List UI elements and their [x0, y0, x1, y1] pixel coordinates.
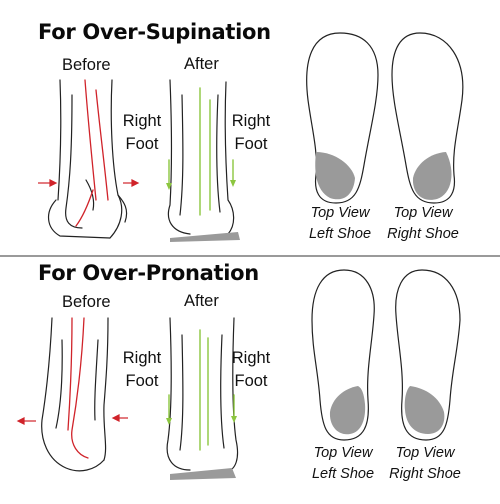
right-shoe-caption: Top View Right Shoe [378, 203, 468, 245]
left-shoe-caption: Top View Left Shoe [303, 443, 383, 485]
after-foot-label: Right Foot [227, 347, 275, 393]
caption-line2: Right Shoe [389, 466, 461, 482]
caption-line2: Left Shoe [308, 226, 372, 242]
caption-line1: Top View [313, 445, 373, 461]
foot-label-line2: Foot [125, 135, 159, 153]
caption-line1: Top View [393, 205, 453, 221]
caption-line2: Left Shoe [311, 466, 375, 482]
before-foot-label: Right Foot [118, 110, 166, 156]
after-foot-label: Right Foot [227, 110, 275, 156]
caption-line1: Top View [395, 445, 455, 461]
left-shoe-caption: Top View Left Shoe [300, 203, 380, 245]
right-shoe-caption: Top View Right Shoe [380, 443, 470, 485]
before-label: Before [62, 293, 111, 311]
foot-label-line1: Right [122, 112, 162, 130]
section-heading: For Over-Supination [38, 20, 271, 44]
foot-label-line2: Foot [234, 135, 268, 153]
foot-label-line1: Right [231, 349, 271, 367]
insert-wedge [170, 232, 240, 242]
foot-label-line1: Right [231, 112, 271, 130]
before-label: Before [62, 56, 111, 74]
foot-label-line2: Foot [125, 372, 159, 390]
insert-wedge [170, 468, 236, 480]
after-label: After [184, 55, 219, 73]
after-label: After [184, 292, 219, 310]
caption-line2: Right Shoe [387, 226, 459, 242]
caption-line1: Top View [310, 205, 370, 221]
foot-label-line2: Foot [234, 372, 268, 390]
foot-label-line1: Right [122, 349, 162, 367]
before-foot-label: Right Foot [118, 347, 166, 393]
section-heading: For Over-Pronation [38, 261, 259, 285]
section-divider [0, 255, 500, 257]
